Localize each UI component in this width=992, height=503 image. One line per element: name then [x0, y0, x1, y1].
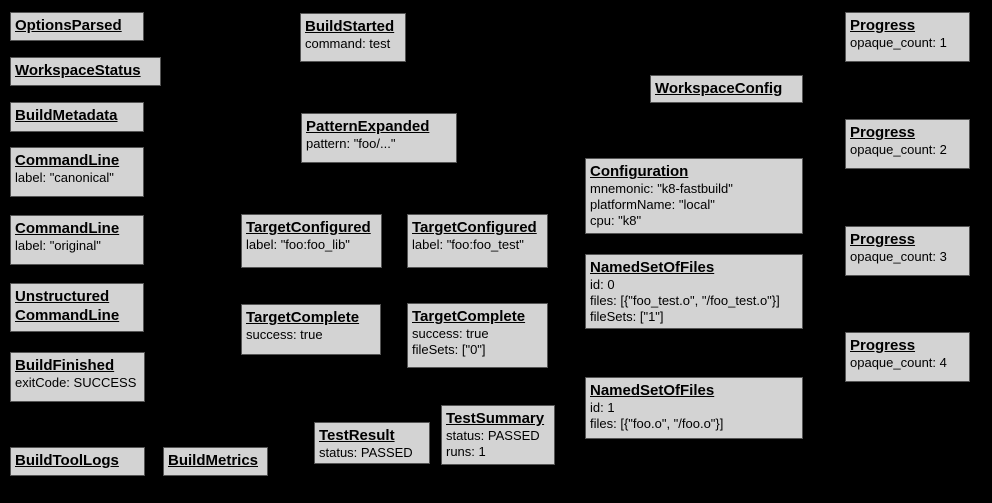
node-title: NamedSetOfFiles: [590, 382, 715, 399]
node-field: id: 0: [590, 277, 615, 292]
node-title: WorkspaceConfig: [655, 80, 783, 97]
node-field: label: "original": [15, 238, 101, 253]
node-title: BuildMetrics: [168, 452, 259, 469]
node-field: opaque_count: 1: [850, 35, 947, 50]
node-build-metadata: BuildMetadata: [10, 102, 144, 132]
node-title: BuildStarted: [305, 18, 395, 35]
node-title: PatternExpanded: [306, 118, 430, 135]
node-title: TargetComplete: [246, 309, 360, 326]
node-field: label: "foo:foo_test": [412, 237, 524, 252]
node-field: platformName: "local": [590, 197, 715, 212]
node-title: Progress: [850, 17, 916, 34]
node-field: opaque_count: 2: [850, 142, 947, 157]
node-title: TargetConfigured: [412, 219, 537, 236]
node-title: TargetConfigured: [246, 219, 371, 236]
node-field: cpu: "k8": [590, 213, 642, 228]
node-title: Progress: [850, 231, 916, 248]
node-title: Progress: [850, 337, 916, 354]
node-field: success: true: [246, 327, 323, 342]
node-title: Configuration: [590, 163, 689, 180]
node-title: WorkspaceStatus: [15, 62, 141, 79]
node-field: runs: 1: [446, 444, 486, 459]
node-title: CommandLine: [15, 152, 120, 169]
node-field: files: [{"foo.o", "/foo.o"}]: [590, 416, 724, 431]
node-field: exitCode: SUCCESS: [15, 375, 137, 390]
node-field: command: test: [305, 36, 391, 51]
node-title: OptionsParsed: [15, 17, 122, 34]
node-title: CommandLine: [15, 220, 120, 237]
node-workspace-status: WorkspaceStatus: [10, 57, 161, 86]
node-field: fileSets: ["1"]: [590, 309, 664, 324]
node-field: mnemonic: "k8-fastbuild": [590, 181, 733, 196]
node-field: id: 1: [590, 400, 615, 415]
node-title: NamedSetOfFiles: [590, 259, 715, 276]
node-field: pattern: "foo/...": [306, 136, 396, 151]
node-title: TestResult: [319, 427, 395, 444]
node-field: fileSets: ["0"]: [412, 342, 486, 357]
node-build-tool-logs: BuildToolLogs: [10, 447, 145, 476]
node-title: BuildToolLogs: [15, 452, 119, 469]
node-field: status: PASSED: [446, 428, 540, 443]
node-title: BuildMetadata: [15, 107, 118, 124]
node-title: BuildFinished: [15, 357, 115, 374]
node-workspace-config: WorkspaceConfig: [650, 75, 803, 103]
node-field: success: true: [412, 326, 489, 341]
node-field: opaque_count: 4: [850, 355, 947, 370]
node-title: CommandLine: [15, 307, 120, 324]
node-field: status: PASSED: [319, 445, 413, 460]
node-title: TargetComplete: [412, 308, 526, 325]
node-options-parsed: OptionsParsed: [10, 12, 144, 41]
node-field: opaque_count: 3: [850, 249, 947, 264]
node-title: TestSummary: [446, 410, 545, 427]
node-title: Progress: [850, 124, 916, 141]
node-field: label: "foo:foo_lib": [246, 237, 350, 252]
node-field: label: "canonical": [15, 170, 114, 185]
node-field: files: [{"foo_test.o", "/foo_test.o"}]: [590, 293, 780, 308]
node-build-metrics: BuildMetrics: [163, 447, 268, 476]
node-title: Unstructured: [15, 288, 110, 305]
